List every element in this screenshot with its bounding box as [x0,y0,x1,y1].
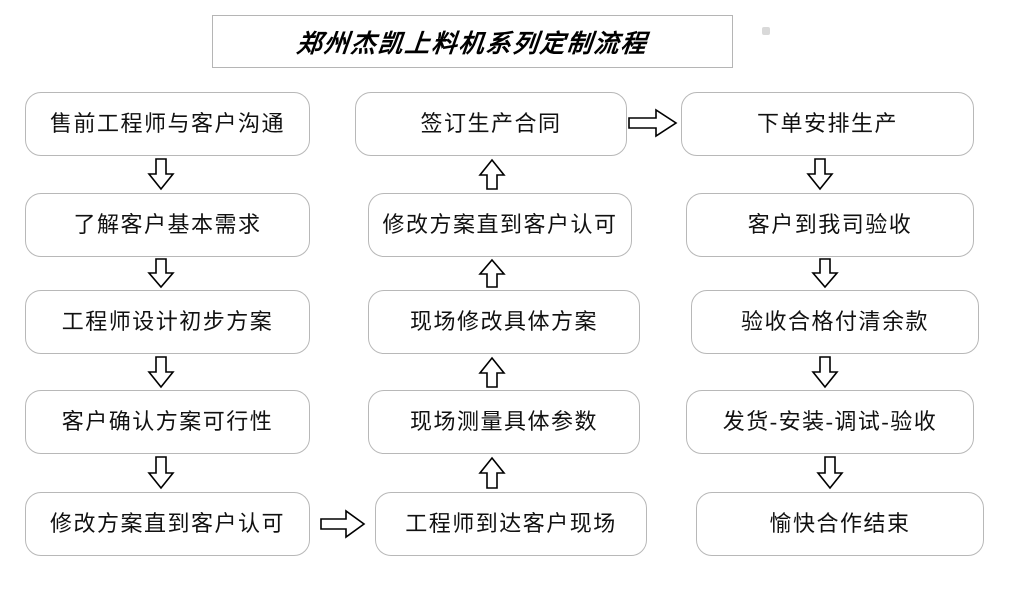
node-label: 愉快合作结束 [769,511,911,536]
node-col2-row1[interactable]: 签订生产合同 [355,92,627,156]
arrow-right-icon-col1-to-col2 [320,508,366,540]
node-col3-row2[interactable]: 客户到我司验收 [686,193,974,257]
chart-title-text: 郑州杰凯上料机系列定制流程 [295,30,650,58]
arrow-down-icon-col3-3 [810,356,840,389]
arrow-up-icon-col2-1 [477,456,507,490]
node-label: 现场测量具体参数 [409,409,598,434]
arrow-right-icon-col2-to-col3 [628,107,678,139]
arrow-down-icon-col1-3 [146,356,176,389]
node-col1-row2[interactable]: 了解客户基本需求 [25,193,310,257]
node-col3-row5[interactable]: 愉快合作结束 [696,492,984,556]
node-col3-row3[interactable]: 验收合格付清余款 [691,290,979,354]
node-col2-row3[interactable]: 现场修改具体方案 [368,290,640,354]
node-col1-row1[interactable]: 售前工程师与客户沟通 [25,92,310,156]
node-label: 现场修改具体方案 [409,309,598,334]
node-label: 修改方案直到客户认可 [382,212,618,237]
arrow-down-icon-col3-2 [810,258,840,289]
node-label: 验收合格付清余款 [740,309,929,334]
node-col1-row3[interactable]: 工程师设计初步方案 [25,290,310,354]
node-label: 签订生产合同 [420,111,562,136]
node-col1-row4[interactable]: 客户确认方案可行性 [25,390,310,454]
node-label: 了解客户基本需求 [73,212,262,237]
node-label: 工程师设计初步方案 [61,309,274,334]
node-label: 客户确认方案可行性 [61,409,274,434]
arrow-up-icon-col2-4 [477,158,507,191]
node-label: 客户到我司验收 [747,212,913,237]
node-label: 修改方案直到客户认可 [49,511,285,536]
arrow-up-icon-col2-2 [477,356,507,389]
chart-title-box: 郑州杰凯上料机系列定制流程 [212,15,733,68]
stray-mark [762,27,770,35]
arrow-down-icon-col1-1 [146,158,176,191]
arrow-down-icon-col3-4 [815,456,845,490]
node-col2-row5[interactable]: 工程师到达客户现场 [375,492,647,556]
arrow-down-icon-col1-2 [146,258,176,289]
node-label: 售前工程师与客户沟通 [49,111,285,136]
node-label: 下单安排生产 [756,111,898,136]
arrow-down-icon-col1-4 [146,456,176,490]
node-col3-row1[interactable]: 下单安排生产 [681,92,974,156]
node-label: 发货-安装-调试-验收 [722,409,938,434]
node-label: 工程师到达客户现场 [405,511,617,536]
node-col1-row5[interactable]: 修改方案直到客户认可 [25,492,310,556]
arrow-up-icon-col2-3 [477,258,507,289]
arrow-down-icon-col3-1 [805,158,835,191]
node-col2-row2[interactable]: 修改方案直到客户认可 [368,193,632,257]
node-col2-row4[interactable]: 现场测量具体参数 [368,390,640,454]
node-col3-row4[interactable]: 发货-安装-调试-验收 [686,390,974,454]
